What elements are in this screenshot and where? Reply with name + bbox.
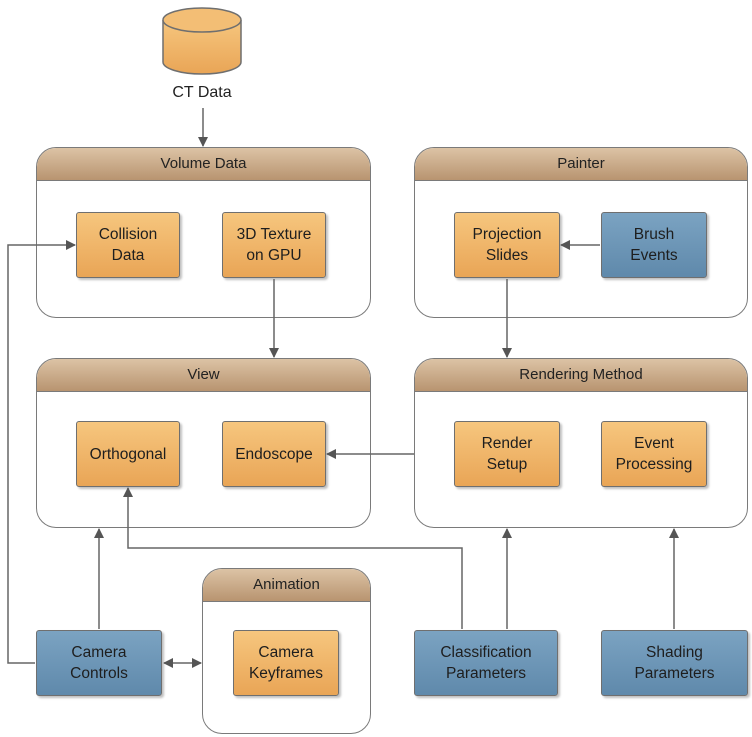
camera-controls-node: Camera Controls — [36, 630, 162, 696]
volume-data-title: Volume Data — [37, 148, 370, 181]
camera-keyframes-node: Camera Keyframes — [233, 630, 339, 696]
animation-panel: Animation — [202, 568, 371, 734]
ct-data-label: CT Data — [172, 84, 232, 101]
view-title: View — [37, 359, 370, 392]
3d-texture-gpu-node: 3D Texture on GPU — [222, 212, 326, 278]
orthogonal-node: Orthogonal — [76, 421, 180, 487]
classification-parameters-node: Classification Parameters — [414, 630, 558, 696]
shading-parameters-node: Shading Parameters — [601, 630, 748, 696]
brush-events-node: Brush Events — [601, 212, 707, 278]
painter-panel: Painter — [414, 147, 748, 318]
projection-slides-node: Projection Slides — [454, 212, 560, 278]
endoscope-node: Endoscope — [222, 421, 326, 487]
rendering-method-title: Rendering Method — [415, 359, 747, 392]
painter-title: Painter — [415, 148, 747, 181]
render-setup-node: Render Setup — [454, 421, 560, 487]
database-icon — [162, 7, 242, 75]
arrow-camera-to-collision — [7, 240, 76, 664]
arrow-classification-to-orthogonal — [123, 487, 463, 629]
collision-data-node: Collision Data — [76, 212, 180, 278]
event-processing-node: Event Processing — [601, 421, 707, 487]
animation-title: Animation — [203, 569, 370, 602]
